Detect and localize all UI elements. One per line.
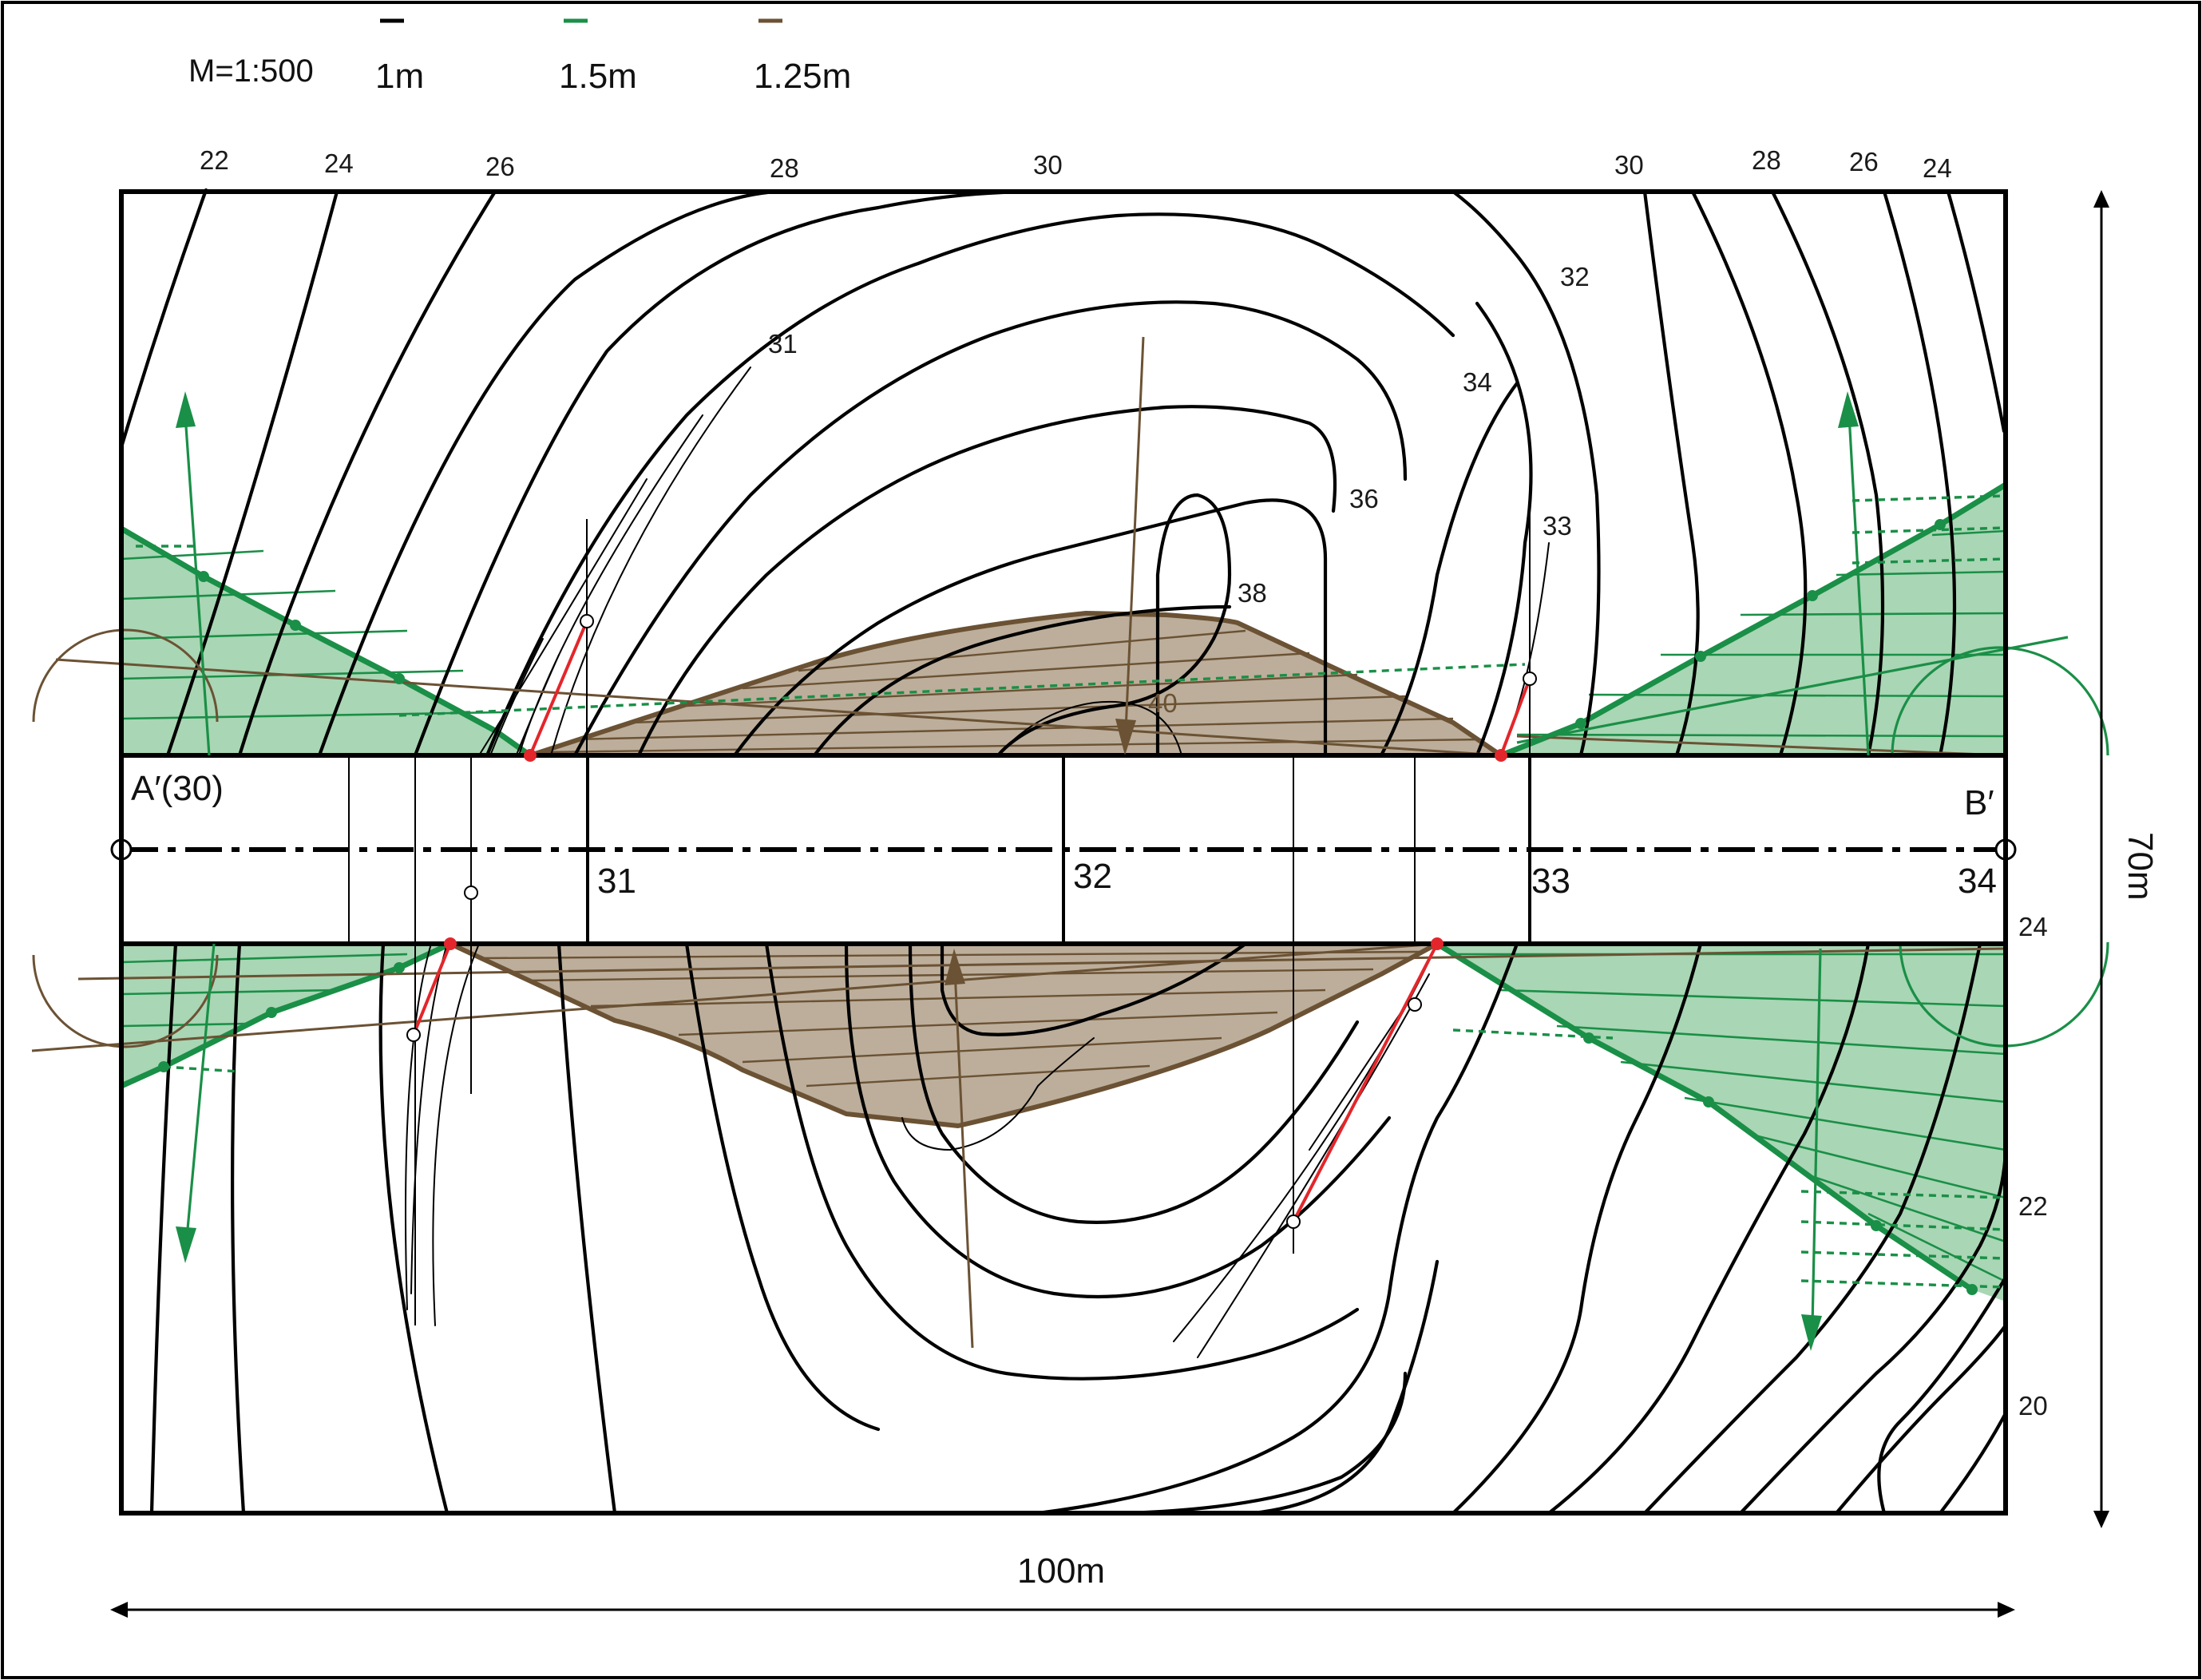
svg-text:24: 24 (2018, 912, 2048, 941)
svg-text:28: 28 (1752, 145, 1781, 175)
arrow-down-green-right-icon (1801, 1314, 1822, 1351)
svg-text:38: 38 (1238, 578, 1267, 608)
svg-text:28: 28 (770, 153, 799, 183)
construction-verticals (348, 511, 1531, 1325)
contour-labels: 22 24 26 28 30 30 28 26 24 31 32 34 36 3… (200, 145, 2048, 1420)
station-label-33: 33 (1531, 862, 1570, 901)
station-label-32: 32 (1073, 857, 1112, 896)
svg-text:40: 40 (1148, 688, 1178, 718)
arrow-up-green-right-icon (1838, 391, 1859, 428)
height-label: 70m (2121, 832, 2160, 901)
svg-text:20: 20 (2018, 1391, 2048, 1420)
intersection-nodes (158, 519, 1978, 1295)
legend: M=1:500 1m 1.5m 1.25m (188, 18, 851, 96)
cut-area-bottom (448, 941, 1440, 1128)
arrow-down-green-left-icon (176, 1226, 196, 1263)
svg-text:22: 22 (2018, 1191, 2048, 1221)
svg-text:36: 36 (1349, 484, 1379, 513)
contours-top (119, 188, 2006, 758)
fill-area-top-left (120, 525, 533, 758)
width-label: 100m (1017, 1551, 1105, 1591)
svg-text:26: 26 (1849, 147, 1879, 176)
arrow-up-green-left-icon (176, 391, 196, 428)
svg-text:26: 26 (485, 152, 515, 181)
scale-label: M=1:500 (188, 53, 314, 89)
svg-text:33: 33 (1543, 511, 1572, 541)
contours-bottom (149, 941, 2008, 1516)
profile-end-label: B′ (1964, 783, 1994, 822)
fill-area-top-right (1499, 482, 2007, 759)
dimension-height: 70m (2093, 190, 2160, 1528)
profile-strip: A′(30) B′ 31 32 33 34 (110, 753, 2017, 946)
svg-text:24: 24 (1923, 153, 1952, 183)
arrow-down-brown-icon (1115, 719, 1136, 755)
svg-text:24: 24 (324, 149, 354, 178)
svg-text:31: 31 (768, 329, 798, 359)
cut-area-top (528, 611, 1503, 758)
svg-text:30: 30 (1614, 150, 1644, 180)
cut-polygon-top (528, 611, 1503, 758)
station-label-34: 34 (1958, 862, 1997, 901)
svg-text:32: 32 (1560, 262, 1590, 291)
dimension-width: 100m (110, 1551, 2015, 1618)
svg-text:22: 22 (200, 145, 229, 175)
legend-label-green: 1.5m (559, 57, 637, 96)
station-label-31: 31 (597, 862, 636, 901)
svg-text:30: 30 (1033, 150, 1063, 180)
legend-label-black: 1m (375, 57, 424, 96)
svg-text:34: 34 (1463, 367, 1492, 397)
arrow-up-brown-icon (945, 949, 965, 985)
legend-label-brown: 1.25m (754, 57, 851, 96)
cut-polygon-bottom (448, 941, 1440, 1128)
slope-arrows (176, 336, 1870, 1351)
brown-section-lines (31, 628, 2006, 1052)
cut-hatching-top (542, 629, 1486, 754)
profile-start-label: A′(30) (131, 769, 224, 808)
plan-frame (119, 189, 2008, 1516)
fill-area-bottom-right (1436, 941, 2006, 1302)
